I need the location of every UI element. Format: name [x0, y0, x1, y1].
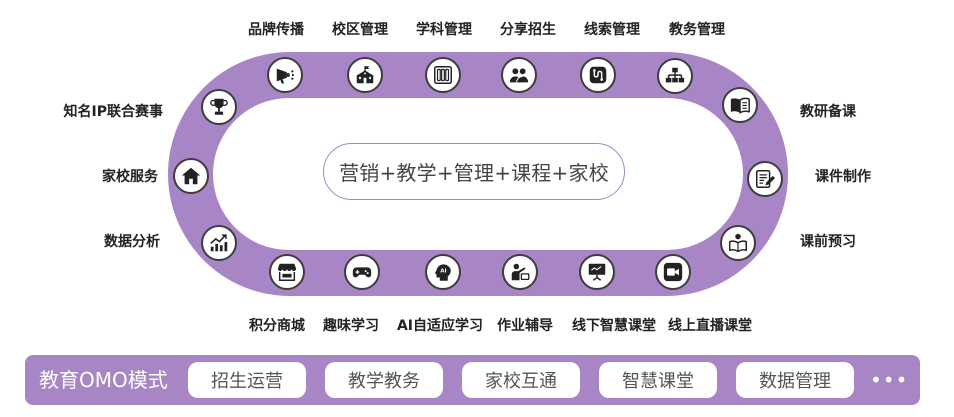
org-chart-icon: [657, 58, 693, 94]
feature-label-ip-joint-competition: 知名IP联合赛事: [63, 104, 163, 120]
omo-tag-home-school-communication: 家校互通: [462, 362, 580, 398]
feature-label-home-school-service: 家校服务: [102, 169, 158, 185]
feature-label-pre-class-preview: 课前预习: [800, 234, 856, 250]
omo-tag-teaching-affairs: 教学教务: [325, 362, 443, 398]
more-dots-icon: •••: [870, 368, 909, 392]
omo-tag-enrollment-operations: 招生运营: [188, 362, 306, 398]
omo-mode-title: 教育OMO模式: [39, 368, 168, 392]
store-icon: [269, 254, 305, 290]
reading-icon: [720, 225, 756, 261]
trend-chart-icon: [201, 225, 237, 261]
people-group-icon: [501, 57, 537, 93]
feature-label-campus-management: 校区管理: [332, 22, 388, 38]
route-icon: [580, 57, 616, 93]
school-building-icon: [347, 57, 383, 93]
home-icon: [173, 158, 209, 194]
feature-label-offline-smart-classroom: 线下智慧课堂: [572, 318, 656, 334]
feature-label-homework-tutoring: 作业辅导: [497, 318, 553, 334]
feature-label-fun-learning: 趣味学习: [323, 318, 379, 334]
feature-label-online-live-classroom: 线上直播课堂: [668, 318, 752, 334]
edit-document-icon: [747, 161, 783, 197]
omo-mode-bar: 教育OMO模式 招生运营 教学教务 家校互通 智慧课堂 数据管理 •••: [25, 355, 920, 405]
megaphone-icon: [267, 57, 303, 93]
video-camera-icon: [655, 254, 691, 290]
ai-icon-text: AI: [440, 269, 446, 275]
feature-label-academic-affairs: 教务管理: [669, 22, 725, 38]
feature-label-data-analysis: 数据分析: [104, 234, 160, 250]
feature-label-lead-management: 线索管理: [584, 22, 640, 38]
presentation-board-icon: [579, 254, 615, 290]
feature-label-lesson-preparation: 教研备课: [800, 104, 856, 120]
feature-label-ai-adaptive-learning: AI自适应学习: [396, 318, 484, 334]
core-summary-pill: 营销+教学+管理+课程+家校: [323, 143, 625, 200]
feature-label-courseware-creation: 课件制作: [815, 169, 871, 185]
core-summary-text: 营销+教学+管理+课程+家校: [339, 161, 609, 185]
trophy-icon: [201, 89, 237, 125]
feature-label-points-mall: 积分商城: [249, 318, 305, 334]
omo-tag-smart-classroom: 智慧课堂: [599, 362, 717, 398]
teacher-pointing-icon: [502, 254, 538, 290]
feature-label-share-enrollment: 分享招生: [500, 22, 556, 38]
gamepad-icon: [344, 254, 380, 290]
feature-label-brand-promotion: 品牌传播: [248, 22, 304, 38]
omo-tag-data-management: 数据管理: [736, 362, 854, 398]
bookshelf-icon: [425, 57, 461, 93]
open-book-icon: [722, 87, 758, 123]
feature-label-subject-management: 学科管理: [416, 22, 472, 38]
ai-head-icon: AI: [425, 254, 461, 290]
